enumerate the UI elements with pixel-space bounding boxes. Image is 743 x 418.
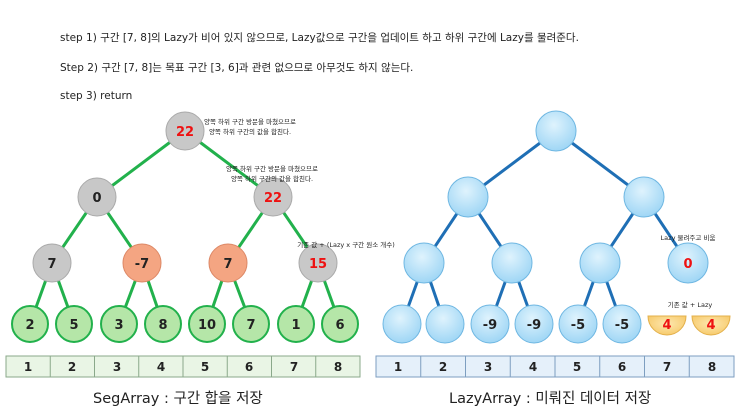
lazy-leaf-value: 4 [706,318,715,333]
lazy-tree-edges [400,129,690,326]
lazy-node-value: 0 [683,257,692,272]
lazy-leaf-node [470,304,510,344]
seg-leaf-value: 7 [246,318,255,333]
seg-leaf-node [11,305,49,343]
seg-leaf-value: 8 [158,318,167,333]
seg-array-caption: SegArray : 구간 합을 저장 [93,391,263,407]
formula-note: 기존 값 + (Lazy x 구간 원소 개수) [297,240,395,249]
lazy-leaf-node-updated [691,315,731,336]
seg-tree-nodes: 22 0 22 7 -7 7 15 2 5 3 8 10 7 1 6 [11,111,359,343]
seg-leaf-node [188,305,226,343]
seg-array-cell: 5 [201,360,209,374]
lazy-leaf-node-updated [647,315,687,336]
lazy-tree-nodes: 0 -9 -9 -5 -5 4 4 [382,110,731,344]
lazy-array-cell: 1 [394,360,402,374]
seg-array-cell: 6 [245,360,253,374]
lazy-node [491,242,533,284]
lazy-leaf-value: -5 [571,318,585,333]
lazy-leaf-node [382,304,422,344]
lazy-leaf-node [558,304,598,344]
lazy-root-node [535,110,577,152]
seg-leaf-node [277,305,315,343]
lazy-array: 1 2 3 4 5 6 7 8 [375,355,735,378]
seg-node [208,243,248,283]
lazy-pass-note: Lazy 물려주고 비움 [661,233,716,242]
lazy-node [579,242,621,284]
seg-node-value: 22 [264,191,282,206]
lazy-array-cell: 3 [484,360,492,374]
lazy-node [623,176,665,218]
step-2-text: Step 2) 구간 [7, 8]는 목표 구간 [3, 6]과 관련 없으므로… [60,62,414,74]
seg-leaf-value: 2 [25,318,34,333]
seg-node-value: -7 [135,257,149,272]
lazy-leaves: -9 -9 -5 -5 4 4 [382,304,731,344]
seg-array-cell: 1 [24,360,32,374]
lazy-leaf-value: 4 [662,318,671,333]
seg-tree-edges [28,129,342,326]
lazy-node [447,176,489,218]
seg-leaf-value: 5 [69,318,78,333]
lazy-array-cell: 5 [573,360,581,374]
seg-node [32,243,72,283]
seg-leaf-node [100,305,138,343]
seg-root-value: 22 [176,125,194,140]
lazy-array-cell: 7 [663,360,671,374]
seg-array-cell: 8 [334,360,342,374]
seg-array-cell: 7 [290,360,298,374]
lazy-array-cell: 8 [708,360,716,374]
lazy-array-caption: LazyArray : 미뤄진 데이터 저장 [449,391,652,407]
lazy-leaf-node [602,304,642,344]
lazy-node [667,242,709,284]
seg-leaf-value: 6 [335,318,344,333]
seg-array: 1 2 3 4 5 6 7 8 [5,355,361,378]
seg-node-value: 0 [92,191,101,206]
lazy-array-cell: 6 [618,360,626,374]
seg-array-cell: 3 [113,360,121,374]
step-3-text: step 3) return [60,90,133,102]
lazy-array-cell: 2 [439,360,447,374]
seg-root-node [165,111,205,151]
seg-node [253,177,293,217]
step-1-text: step 1) 구간 [7, 8]의 Lazy가 비어 있지 않으므로, Laz… [60,32,579,44]
seg-leaf-node [321,305,359,343]
lazy-leaf-value: -5 [615,318,629,333]
seg-leaf-value: 10 [198,318,216,333]
lazy-notes: Lazy 물려주고 비움 기존 값 + Lazy [661,233,716,309]
seg-leaf-value: 1 [291,318,300,333]
seg-leaf-node [144,305,182,343]
seg-array-cell: 2 [68,360,76,374]
root-note-line2: 양쪽 하위 구간의 값을 합친다. [209,127,291,136]
right-note-line1: 양쪽 하위 구간 방문을 마쳤으므로 [226,164,318,173]
lazy-leaf-node [514,304,554,344]
lazy-leaf-node [425,304,465,344]
seg-node-value: 15 [309,257,327,272]
seg-node [298,243,338,283]
seg-leaf-node [55,305,93,343]
lazy-array-cell: 4 [529,360,537,374]
seg-node [122,243,162,283]
seg-leaves: 2 5 3 8 10 7 1 6 [11,305,359,343]
right-note-line2: 양쪽 하위 구간의 값을 합친다. [231,174,313,183]
seg-notes: 양쪽 하위 구간 방문을 마쳤으므로 양쪽 하위 구간의 값을 합친다. 양쪽 … [204,117,395,249]
leaf-add-note: 기존 값 + Lazy [668,300,713,309]
root-note-line1: 양쪽 하위 구간 방문을 마쳤으므로 [204,117,296,126]
seg-node-value: 7 [47,257,56,272]
seg-leaf-value: 3 [114,318,123,333]
seg-node-value: 7 [223,257,232,272]
lazy-leaf-value: -9 [527,318,541,333]
lazy-node [403,242,445,284]
seg-array-cell: 4 [157,360,165,374]
seg-leaf-node [232,305,270,343]
seg-node [77,177,117,217]
lazy-leaf-value: -9 [483,318,497,333]
